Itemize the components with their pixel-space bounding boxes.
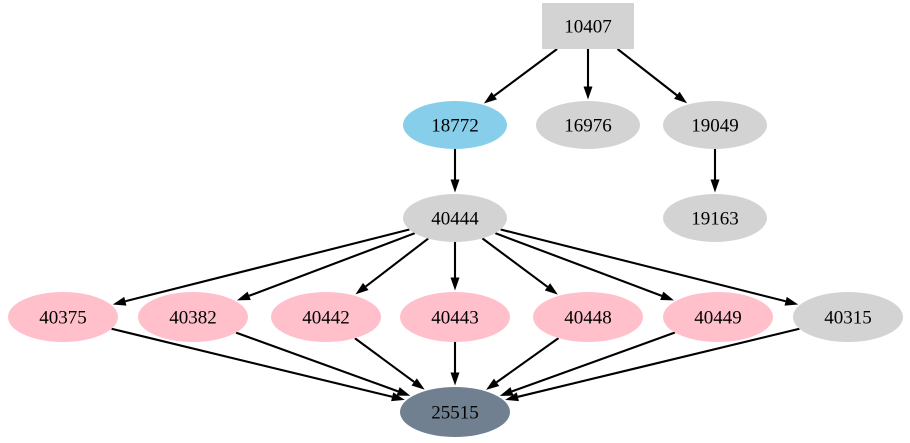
arrowhead-icon — [505, 392, 519, 402]
node-shape-16976[interactable] — [536, 101, 640, 149]
node-40442[interactable]: 40442 — [271, 292, 381, 342]
node-shape-19163[interactable] — [663, 194, 767, 242]
node-25515[interactable]: 25515 — [400, 387, 510, 437]
arrowhead-icon — [355, 282, 369, 295]
edges-layer — [111, 48, 800, 402]
node-shape-40382[interactable] — [138, 292, 248, 342]
edge-40448-to-25515 — [495, 337, 560, 384]
arrowhead-icon — [450, 372, 460, 386]
arrowhead-icon — [391, 392, 405, 402]
edge-40375-to-25515 — [111, 327, 393, 398]
edge-40442-to-25515 — [354, 337, 415, 383]
arrowhead-icon — [237, 291, 251, 301]
node-40315[interactable]: 40315 — [793, 292, 903, 342]
edge-10407-to-18772 — [493, 48, 558, 97]
arrowhead-icon — [674, 91, 688, 104]
node-shape-40448[interactable] — [533, 292, 643, 342]
node-shape-40375[interactable] — [8, 292, 118, 342]
arrowhead-icon — [112, 296, 127, 306]
node-40448[interactable]: 40448 — [533, 292, 643, 342]
arrowhead-icon — [544, 283, 558, 295]
arrowhead-icon — [450, 277, 460, 291]
node-shape-40315[interactable] — [793, 292, 903, 342]
arrowhead-icon — [784, 296, 799, 306]
node-40449[interactable]: 40449 — [663, 292, 773, 342]
edge-40444-to-40448 — [481, 237, 549, 288]
node-shape-19049[interactable] — [663, 101, 767, 149]
node-18772[interactable]: 18772 — [403, 101, 507, 149]
node-shape-40443[interactable] — [400, 292, 510, 342]
arrowhead-icon — [450, 179, 460, 193]
edge-40444-to-40315 — [500, 228, 786, 303]
node-shape-40442[interactable] — [271, 292, 381, 342]
node-16976[interactable]: 16976 — [536, 101, 640, 149]
node-shape-40444[interactable] — [403, 194, 507, 242]
node-19163[interactable]: 19163 — [663, 194, 767, 242]
node-40443[interactable]: 40443 — [400, 292, 510, 342]
node-shape-40449[interactable] — [663, 292, 773, 342]
arrowhead-icon — [660, 291, 674, 301]
edge-40449-to-25515 — [511, 331, 676, 393]
node-40375[interactable]: 40375 — [8, 292, 118, 342]
node-19049[interactable]: 19049 — [663, 101, 767, 149]
arrowhead-icon — [710, 179, 720, 193]
arrowhead-icon — [499, 387, 514, 396]
node-shape-25515[interactable] — [400, 387, 510, 437]
edge-40382-to-25515 — [235, 331, 399, 393]
node-40382[interactable]: 40382 — [138, 292, 248, 342]
arrowhead-icon — [396, 387, 411, 396]
arrowhead-icon — [411, 378, 425, 390]
edge-40444-to-40382 — [248, 232, 416, 297]
arrowhead-icon — [483, 92, 497, 104]
edge-40315-to-25515 — [517, 327, 800, 398]
edge-10407-to-19049 — [616, 48, 678, 97]
node-40444[interactable]: 40444 — [403, 194, 507, 242]
node-shape-10407[interactable] — [542, 3, 634, 49]
node-shape-18772[interactable] — [403, 101, 507, 149]
edge-40444-to-40449 — [494, 232, 663, 297]
edge-40444-to-40442 — [365, 237, 429, 288]
arrowhead-icon — [486, 378, 500, 390]
node-10407[interactable]: 10407 — [542, 3, 634, 49]
edge-40444-to-40375 — [125, 228, 410, 303]
arrowhead-icon — [583, 86, 593, 100]
